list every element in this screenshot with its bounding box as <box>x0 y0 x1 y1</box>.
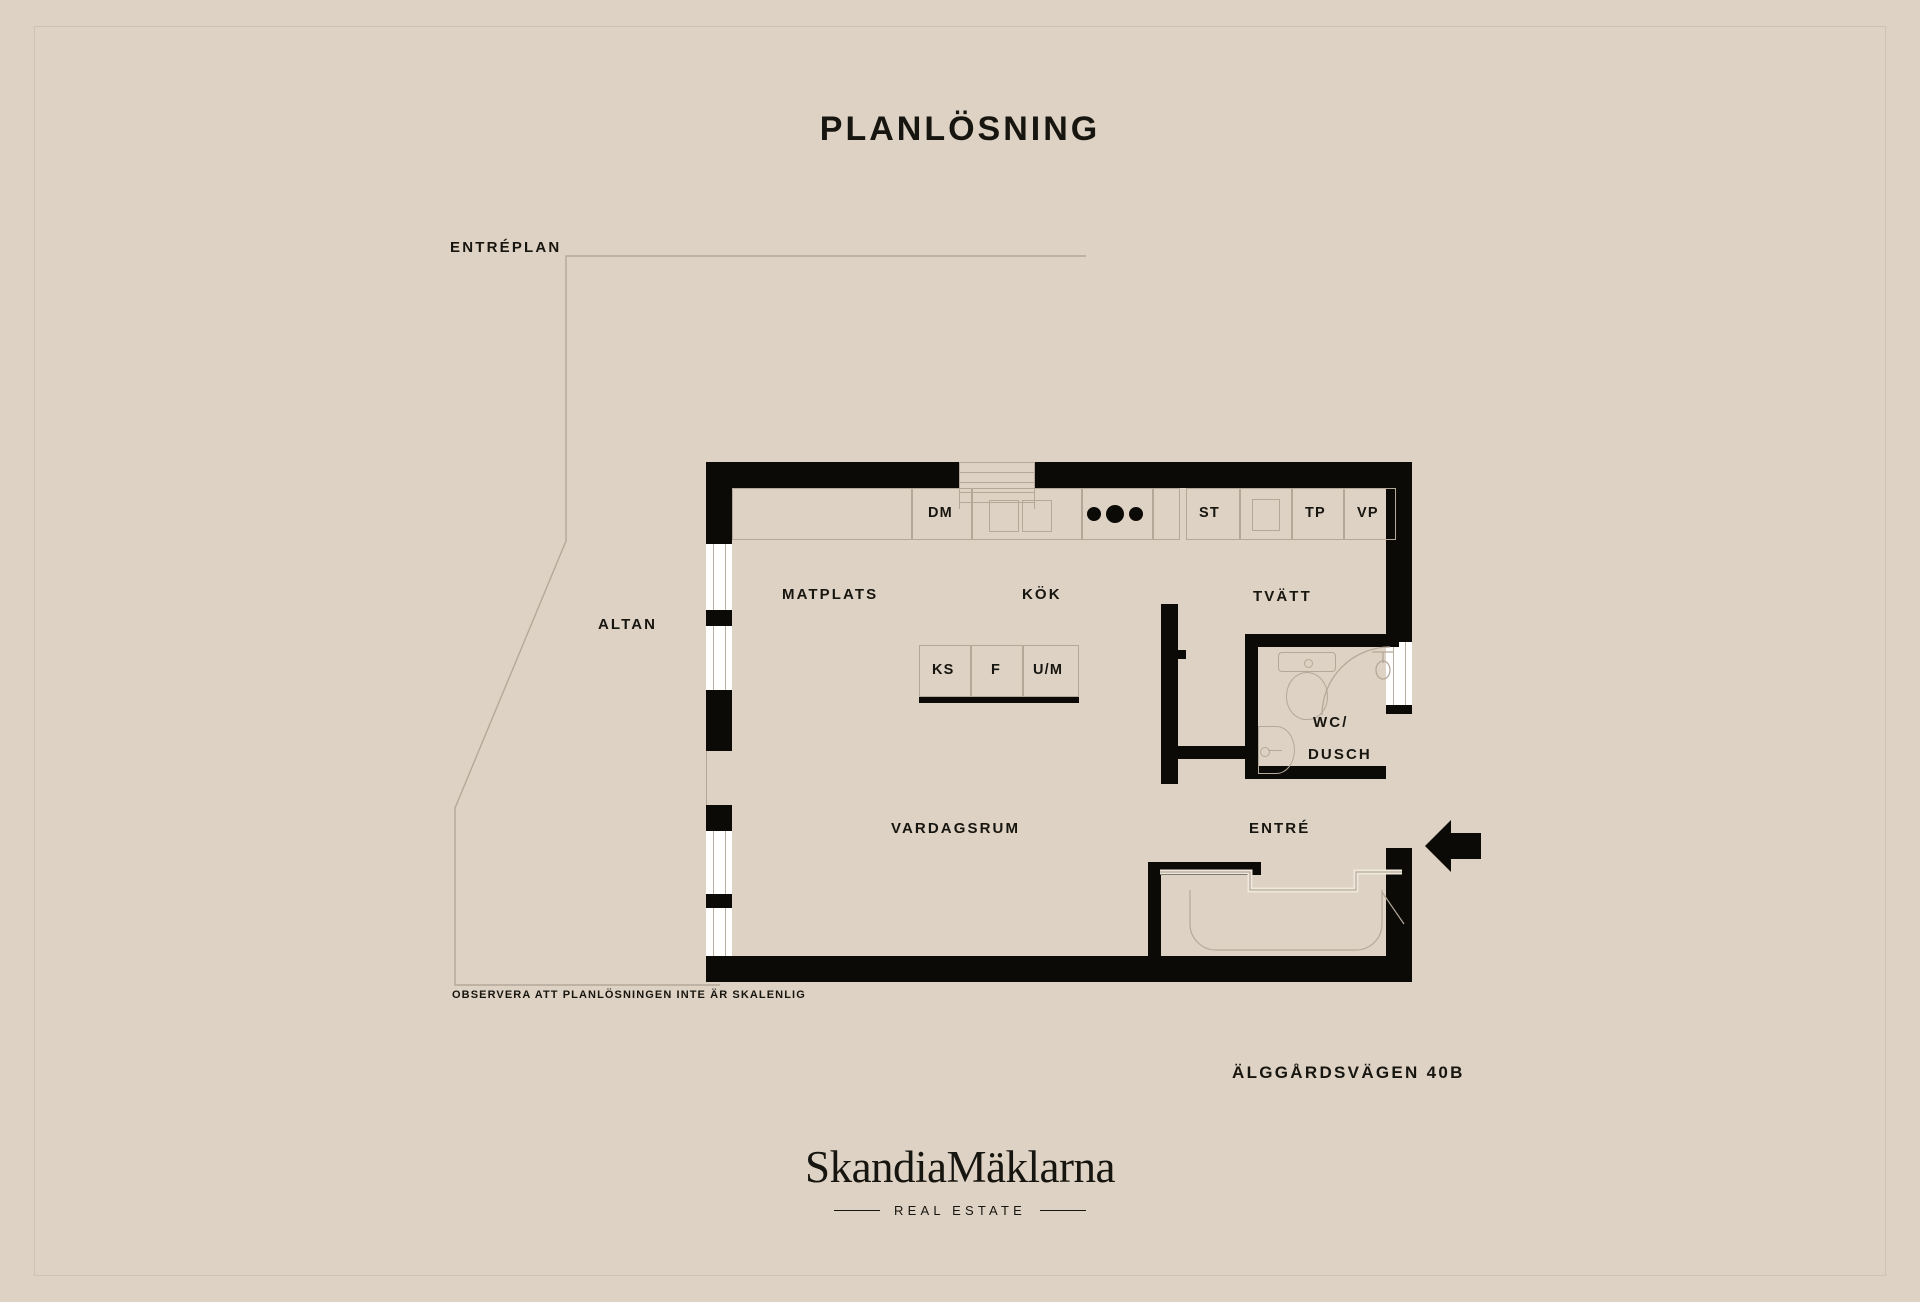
brand-logo: SkandiaMäklarna REAL ESTATE <box>0 1142 1920 1219</box>
room-label-wc-dusch-line1: WC/ <box>1313 714 1349 731</box>
window-right-line-2 <box>1405 642 1406 714</box>
room-label-altan: ALTAN <box>598 616 658 633</box>
room-label-matplats: MATPLATS <box>782 586 879 603</box>
wall-right-upper <box>1386 462 1412 642</box>
wall-interior-vertical <box>1161 604 1178 784</box>
appliance-label-dm: DM <box>928 505 953 521</box>
hob-burner-1-icon <box>1087 507 1101 521</box>
cabinet-blank-inner <box>1252 499 1280 531</box>
window-left-2-line-b <box>725 626 726 690</box>
window-left-1 <box>706 544 732 610</box>
level-label: ENTRÉPLAN <box>450 239 562 256</box>
entre-closet-icon <box>1160 869 1405 951</box>
window-left-3 <box>706 831 732 894</box>
island-um <box>1023 645 1079 697</box>
wall-right-window-cap <box>1386 705 1412 714</box>
appliance-label-um: U/M <box>1033 662 1064 678</box>
wall-wc-left <box>1245 634 1258 779</box>
window-left-4-line-b <box>725 908 726 956</box>
window-left-2-line-a <box>713 626 714 690</box>
recess-line-3 <box>959 482 1035 483</box>
window-left-3-line-a <box>713 831 714 894</box>
brand-rule-right <box>1039 1209 1086 1212</box>
cabinet-dm <box>912 488 972 540</box>
recess-line-2 <box>959 472 1035 473</box>
cabinet-tp <box>1292 488 1344 540</box>
window-left-2 <box>706 626 732 690</box>
toilet-cistern-icon <box>1278 652 1336 672</box>
window-left-4-line-a <box>713 908 714 956</box>
recess-line-4 <box>959 492 1035 493</box>
appliance-label-tp: TP <box>1305 505 1326 521</box>
recess-edge-left <box>959 462 960 509</box>
cabinet-vp <box>1344 488 1396 540</box>
hob-burner-2-icon <box>1106 505 1124 523</box>
room-label-kok: KÖK <box>1022 586 1062 603</box>
wall-interior-stub <box>1178 650 1186 659</box>
scale-disclaimer: OBSERVERA ATT PLANLÖSNINGEN INTE ÄR SKAL… <box>452 989 806 1001</box>
brand-tagline: REAL ESTATE <box>894 1203 1026 1218</box>
recess-edge-right <box>1034 462 1035 509</box>
window-left-4 <box>706 908 732 956</box>
cabinet-run-right-end <box>1153 488 1180 540</box>
shower-icon <box>1321 646 1394 716</box>
washbasin-icon <box>1258 726 1295 774</box>
cabinet-sink <box>972 488 1082 540</box>
window-left-3-line-b <box>725 831 726 894</box>
cabinet-run-left <box>732 488 912 540</box>
wall-top-right <box>1035 462 1412 488</box>
arrow-left-icon <box>1425 820 1481 872</box>
appliance-label-ks: KS <box>932 662 955 678</box>
wall-left-pier-2 <box>706 610 732 626</box>
wall-interior-horizontal <box>1178 746 1258 759</box>
wall-top-left <box>706 462 959 488</box>
island-f <box>971 645 1023 697</box>
page-title: PLANLÖSNING <box>819 110 1101 148</box>
wall-left-pier-3 <box>706 690 732 751</box>
cabinet-blank <box>1240 488 1292 540</box>
sink-bowl-right-icon <box>1022 500 1052 532</box>
toilet-bowl-icon <box>1286 672 1328 720</box>
brand-rule-left <box>834 1209 881 1212</box>
recess-line-5 <box>959 502 1035 503</box>
window-left-1-line-a <box>713 544 714 610</box>
appliance-label-st: ST <box>1199 505 1220 521</box>
wall-left-gap <box>706 751 732 805</box>
wall-left-pier-5 <box>706 894 732 908</box>
recess-line-1 <box>959 462 1035 463</box>
room-label-entre: ENTRÉ <box>1249 820 1311 837</box>
room-label-vardagsrum: VARDAGSRUM <box>891 820 1021 837</box>
brand-name: SkandiaMäklarna <box>805 1142 1115 1192</box>
brand-tagline-row: REAL ESTATE <box>0 1203 1920 1218</box>
island-front-edge <box>919 697 1079 703</box>
toilet-flush-button-icon <box>1304 659 1313 668</box>
wall-bottom <box>706 956 1412 982</box>
room-label-wc-dusch-line2: DUSCH <box>1308 746 1372 763</box>
wall-wc-right-upper <box>1386 634 1412 642</box>
room-label-tvatt: TVÄTT <box>1253 588 1312 605</box>
appliance-label-f: F <box>991 662 1002 678</box>
appliance-label-vp: VP <box>1357 505 1379 521</box>
wall-wc-top <box>1245 634 1399 647</box>
interior-floor <box>706 462 1412 982</box>
wall-left-pier-4 <box>706 805 732 831</box>
cabinet-hob <box>1082 488 1153 540</box>
hob-burner-3-icon <box>1129 507 1143 521</box>
sink-bowl-left-icon <box>989 500 1019 532</box>
wall-entre-top <box>1148 862 1161 956</box>
wall-left-gap-edge <box>706 751 707 805</box>
cabinet-st <box>1186 488 1240 540</box>
island-ks <box>919 645 971 697</box>
window-left-1-line-b <box>725 544 726 610</box>
window-right <box>1386 642 1412 714</box>
washbasin-tap-stem <box>1268 750 1282 751</box>
window-right-line-1 <box>1393 642 1394 714</box>
property-address: ÄLGGÅRDSVÄGEN 40B <box>1232 1063 1465 1082</box>
washbasin-tap-icon <box>1260 747 1270 757</box>
wall-left-pier-1 <box>706 462 732 544</box>
wall-wc-right-stub <box>1369 766 1386 779</box>
